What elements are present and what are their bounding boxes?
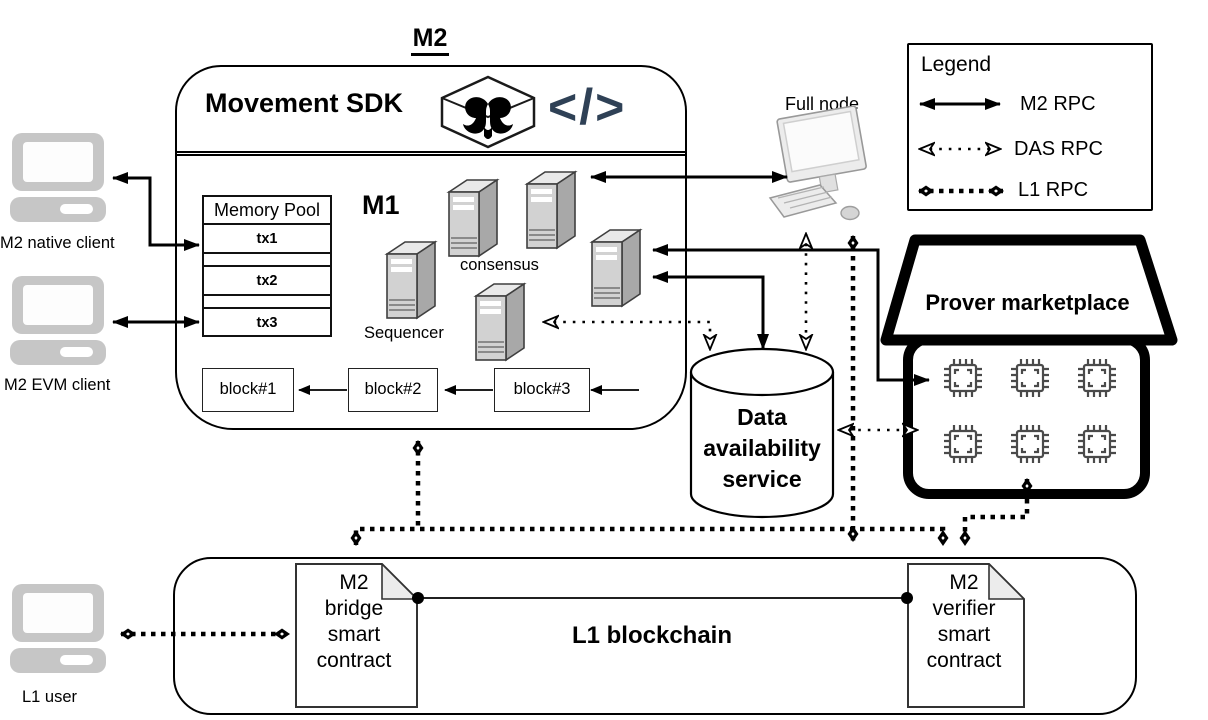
doc-line: verifier <box>932 597 996 620</box>
diagram-title-text: M2 <box>410 24 450 56</box>
bridge-contract-label: M2 bridge smart contract <box>295 570 413 674</box>
legend-item-label: M2 RPC <box>1020 93 1096 115</box>
server-icon <box>473 282 527 362</box>
block-box: block#3 <box>494 368 590 412</box>
laptop-icon <box>10 133 106 222</box>
laptop-icon <box>10 276 106 365</box>
server-icon <box>524 170 578 250</box>
chip-icon <box>1078 359 1116 397</box>
bridge-contract-doc <box>295 563 418 708</box>
das-label-line: service <box>722 466 802 492</box>
das-label-line: availability <box>703 435 821 461</box>
l1-blockchain-label: L1 blockchain <box>571 622 733 649</box>
chip-icon <box>944 359 982 397</box>
legend-box <box>907 43 1153 211</box>
desktop-computer-icon <box>768 106 867 221</box>
legend-title: Legend <box>921 53 992 76</box>
doc-line: bridge <box>324 597 384 620</box>
chip-icon <box>1011 359 1049 397</box>
memory-pool-table: Memory Pool tx1 tx2 tx3 <box>202 195 332 337</box>
sequencer-server-icon <box>384 240 438 320</box>
evm-client-label: M2 EVM client <box>4 376 111 394</box>
doc-line: smart <box>937 623 991 646</box>
empty-row <box>204 296 330 309</box>
diagram-title: M2 <box>385 24 475 56</box>
verifier-contract-label: M2 verifier smart contract <box>907 570 1021 674</box>
legend-item-label: DAS RPC <box>1014 138 1103 160</box>
sequencer-label: Sequencer <box>364 324 444 342</box>
server-icon <box>446 178 500 258</box>
verifier-contract-doc <box>907 563 1025 708</box>
tx-row: tx2 <box>204 267 330 296</box>
doc-line: contract <box>316 649 392 672</box>
server-icon <box>589 228 643 308</box>
doc-line: smart <box>327 623 381 646</box>
m1-label: M1 <box>362 190 400 220</box>
das-label-line: Data <box>737 404 787 430</box>
chip-icon <box>944 425 982 463</box>
legend-item-label: L1 RPC <box>1018 179 1089 201</box>
l1rpc-bridge-to-verifier-bus <box>350 526 949 546</box>
doc-line: M2 <box>949 571 979 594</box>
consensus-label: consensus <box>460 256 539 274</box>
l1-user-label: L1 user <box>22 688 78 706</box>
sdk-header-separator <box>177 151 685 156</box>
prover-chip-grid <box>941 356 1119 466</box>
tx-row: tx3 <box>256 315 278 331</box>
prover-marketplace-label: Prover marketplace <box>925 290 1130 315</box>
empty-row <box>204 254 330 267</box>
sdk-title: Movement SDK <box>205 88 404 118</box>
doc-line: M2 <box>339 571 369 594</box>
block-box: block#1 <box>202 368 294 412</box>
movement-logo-icon <box>440 75 536 149</box>
laptop-icon <box>10 584 106 673</box>
das-label: Data availability service <box>691 402 833 495</box>
chip-icon <box>1078 425 1116 463</box>
code-icon: </> <box>548 79 627 135</box>
block-box: block#2 <box>348 368 438 412</box>
doc-line: contract <box>926 649 1002 672</box>
native-client-label: M2 native client <box>0 234 115 252</box>
memory-pool-header: Memory Pool <box>204 197 330 225</box>
chip-icon <box>1011 425 1049 463</box>
tx-row: tx1 <box>204 225 330 254</box>
